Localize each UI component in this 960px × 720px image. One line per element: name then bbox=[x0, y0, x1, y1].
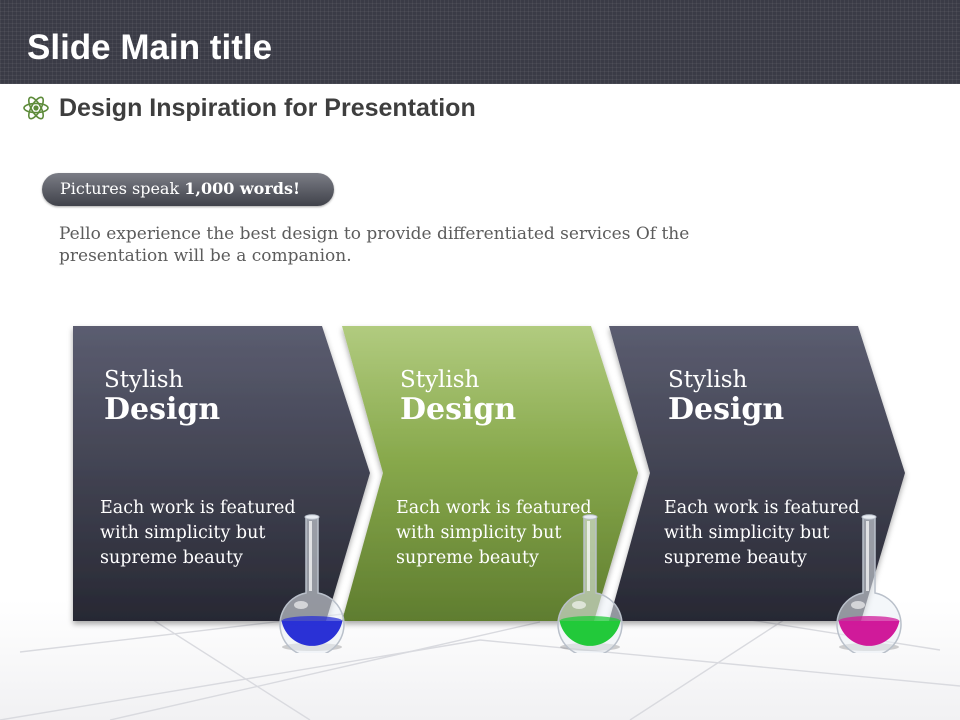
chevron-card-1-shape bbox=[73, 326, 370, 621]
description-text: Pello experience the best design to prov… bbox=[59, 224, 690, 266]
pill-text-bold: 1,000 words! bbox=[184, 179, 300, 198]
card-3-title-line1: Stylish bbox=[668, 367, 748, 393]
card-2-body: Each work is featured with simplicity bu… bbox=[396, 498, 592, 568]
pill-text: Pictures speak 1,000 words! bbox=[60, 179, 300, 198]
flask-icon bbox=[557, 514, 623, 653]
card-1-title-line2: Design bbox=[104, 392, 221, 427]
card-1-title-line1: Stylish bbox=[104, 367, 184, 393]
atom-icon bbox=[23, 96, 49, 120]
slide-main-title: Slide Main title bbox=[27, 28, 273, 67]
card-3-title-line2: Design bbox=[668, 392, 785, 427]
card-2-title-line2: Design bbox=[400, 392, 517, 427]
headline-pill: Pictures speak 1,000 words! bbox=[42, 173, 334, 206]
card-3-body: Each work is featured with simplicity bu… bbox=[664, 498, 860, 568]
flask-icon bbox=[279, 514, 345, 653]
chevron-card-2-shape bbox=[342, 326, 638, 621]
chevron-card-3-shape bbox=[609, 326, 905, 621]
card-1-body: Each work is featured with simplicity bu… bbox=[100, 498, 296, 568]
slide-subtitle: Design Inspiration for Presentation bbox=[59, 94, 476, 122]
flask-icon bbox=[836, 514, 902, 653]
card-2-title-line1: Stylish bbox=[400, 367, 480, 393]
pill-text-regular: Pictures speak bbox=[60, 179, 185, 198]
title-bar: Slide Main title bbox=[0, 0, 960, 84]
